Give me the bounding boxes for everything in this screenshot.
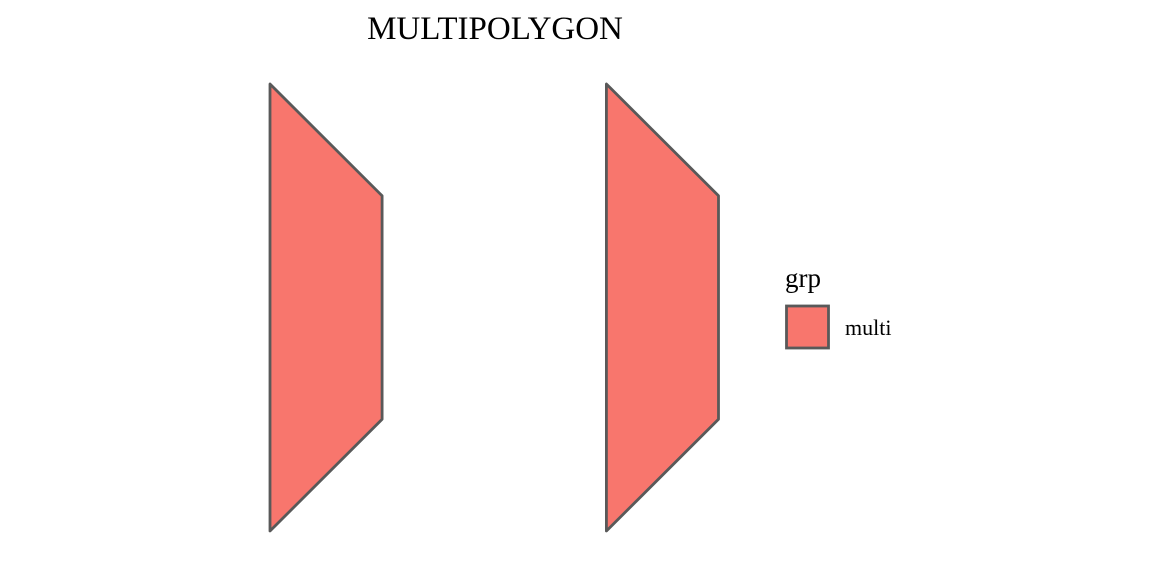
chart-title: MULTIPOLYGON: [367, 11, 623, 47]
legend-title: grp: [785, 263, 821, 293]
legend-key-multi: [785, 304, 830, 350]
polygon-multi-1: [268, 82, 384, 533]
legend: grp multi: [785, 263, 891, 350]
legend-entries: multi: [785, 304, 891, 350]
legend-label-multi: multi: [845, 315, 891, 340]
polygon-multi-2: [605, 82, 720, 533]
polygons-layer: [268, 82, 720, 533]
